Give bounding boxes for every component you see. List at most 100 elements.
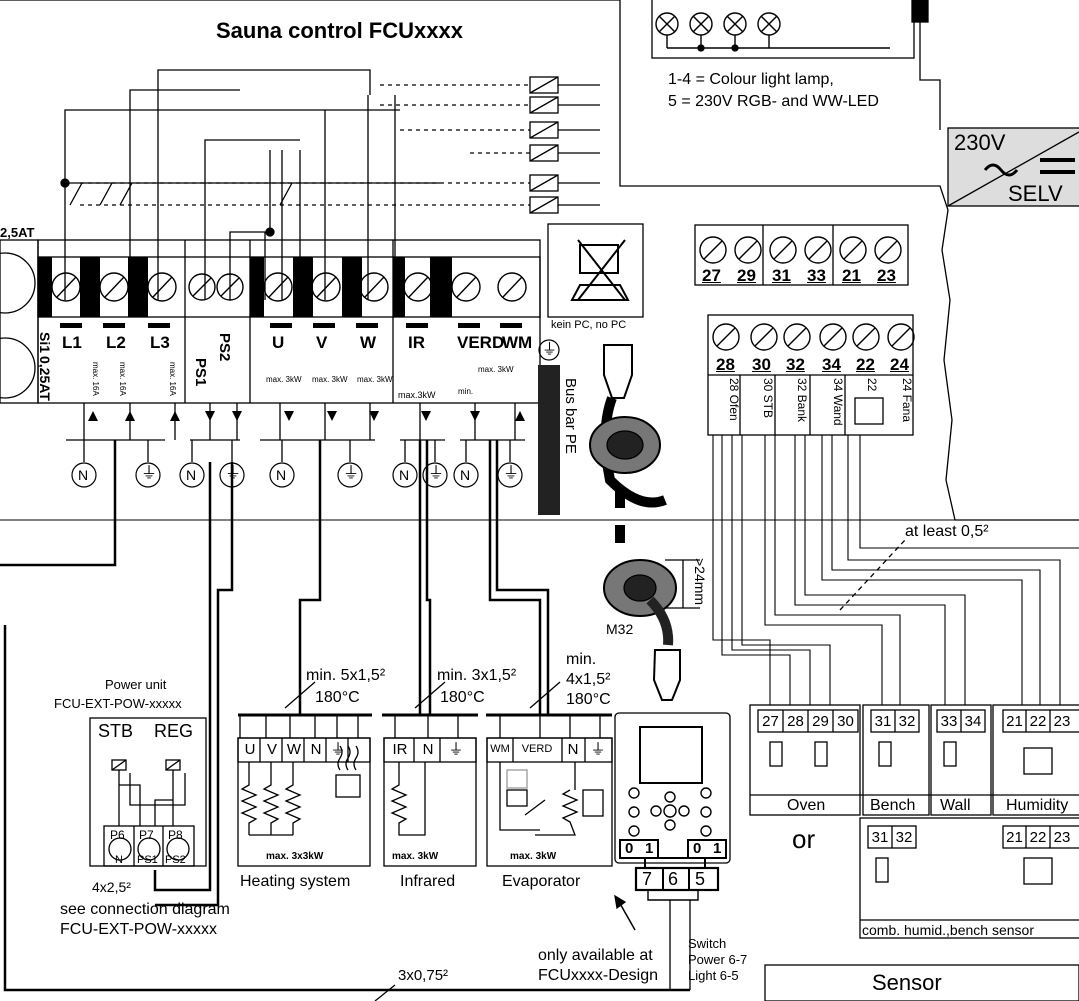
power-unit-label-ps2: PS2 xyxy=(165,854,186,866)
fuse-rating-l1: max. 16A xyxy=(91,362,100,396)
comb-terminal-31: 31 xyxy=(871,829,889,846)
spec-infrared-cross: min. 3x1,5² xyxy=(437,667,517,684)
heater-rating-w: max. 3kW xyxy=(357,375,393,384)
terminal-ps1: PS1 xyxy=(192,358,209,387)
cable-diameter: >24mm xyxy=(692,558,708,606)
sensor-label-wand: 34 Wand xyxy=(831,378,845,426)
oven-terminal-27: 27 xyxy=(762,713,779,730)
power-unit-pin-p6: P6 xyxy=(110,828,125,842)
heating-terminal-v: V xyxy=(266,741,277,758)
spec-evap-cross: 4x1,5² xyxy=(566,671,611,688)
sensor-terminal-24: 24 xyxy=(890,355,909,374)
oven-terminal-28: 28 xyxy=(787,713,804,730)
spec-heating-cross: min. 5x1,5² xyxy=(306,667,386,684)
humidity-terminal-21: 21 xyxy=(1006,713,1023,730)
earth-evap-group: ⏚ xyxy=(503,465,520,482)
terminal-l3: L3 xyxy=(150,333,170,352)
heating-terminal-pe: ⏚ xyxy=(330,741,346,758)
design-note-2: FCUxxxx-Design xyxy=(538,967,659,984)
power-unit-pin-p8: P8 xyxy=(168,828,183,842)
bus-cable-label: 3x0,75² xyxy=(398,967,449,984)
oven-terminal-30: 30 xyxy=(837,713,854,730)
psu-output-label: SELV xyxy=(1008,181,1063,206)
panel-connector-7: 7 xyxy=(642,869,653,889)
sensor-label-stb: 30 STB xyxy=(761,378,775,419)
sensor-label-bank: 32 Bank xyxy=(795,378,809,423)
sensor-terminal-23: 23 xyxy=(877,266,896,285)
spec-evap-temp: 180°C xyxy=(566,691,611,708)
terminal-l2: L2 xyxy=(106,333,126,352)
panel-left-switch-1: 1 xyxy=(645,840,654,857)
diagram-title: Sauna control FCUxxxx xyxy=(216,18,463,43)
evap-terminal-verd: VERD xyxy=(521,743,553,755)
terminal-u: U xyxy=(272,333,285,352)
sensor-terminal-21: 21 xyxy=(842,266,861,285)
power-unit-label-ps1: PS1 xyxy=(137,854,158,866)
heating-terminal-w: W xyxy=(286,741,302,758)
comb-terminal-22: 22 xyxy=(1029,829,1047,846)
sensor-terminal-34: 34 xyxy=(822,355,841,374)
power-unit-relay-reg: REG xyxy=(154,721,194,741)
sensor-label-ofen: 28 Ofen xyxy=(727,378,741,421)
earth-ps-group: ⏚ xyxy=(225,465,242,482)
fuse-rating-l2: max. 16A xyxy=(118,362,127,396)
heating-name: Heating system xyxy=(240,873,351,890)
terminal-v: V xyxy=(316,333,328,352)
sensor-terminal-30: 30 xyxy=(752,355,771,374)
bench-terminal-31: 31 xyxy=(874,713,892,730)
evap-name: Evaporator xyxy=(502,873,581,890)
evap-terminal-n: N xyxy=(567,741,579,758)
evap-terminal-wm: WM xyxy=(490,743,510,755)
heater-rating-v: max. 3kW xyxy=(312,375,348,384)
evap-min-label: min. xyxy=(458,387,474,396)
power-unit-note-1: see connection diagram xyxy=(60,901,230,918)
heating-terminal-u: U xyxy=(244,741,256,758)
panel-connector-6: 6 xyxy=(668,869,679,889)
switch-note-title: Switch xyxy=(688,936,727,951)
lamp-note-1: 1-4 = Colour light lamp, xyxy=(668,71,834,88)
comb-sensor-label: comb. humid.,bench sensor xyxy=(862,922,1034,938)
wall-terminal-33: 33 xyxy=(940,713,958,730)
fuse-value: 0,25AT xyxy=(37,356,53,401)
fuse-rating-l3: max. 16A xyxy=(168,362,177,396)
oven-label: Oven xyxy=(787,797,826,814)
ir-rating: max.3kW xyxy=(398,390,436,400)
comb-terminal-21: 21 xyxy=(1006,829,1023,846)
power-unit-relay-stb: STB xyxy=(98,721,134,741)
spec-evap-min: min. xyxy=(566,651,597,668)
earth-busbar: ⏚ xyxy=(542,341,558,358)
oven-terminal-29: 29 xyxy=(812,713,829,730)
infrared-terminal-n: N xyxy=(422,741,434,758)
heating-terminal-n: N xyxy=(310,741,322,758)
panel-connector-5: 5 xyxy=(695,869,706,889)
power-unit-title: Power unit xyxy=(105,677,167,692)
psu-input-label: 230V xyxy=(954,130,1006,155)
power-unit-pin-p7: P7 xyxy=(139,828,154,842)
spec-heating-temp: 180°C xyxy=(315,689,360,706)
neutral-ir-group: N xyxy=(399,467,410,483)
bench-label: Bench xyxy=(870,797,916,814)
switch-note-power: Power 6-7 xyxy=(688,952,748,967)
heating-rating: max. 3x3kW xyxy=(266,851,324,862)
evap-rating: max. 3kW xyxy=(478,365,514,374)
humidity-terminal-22: 22 xyxy=(1029,713,1047,730)
terminal-ps2: PS2 xyxy=(216,333,233,362)
power-unit-cable: 4x2,5² xyxy=(92,879,131,895)
sensor-label-22: 22 xyxy=(865,378,879,392)
sensor-label-fana: 24 Fana xyxy=(900,378,914,423)
infrared-terminal-pe: ⏚ xyxy=(448,741,464,758)
spec-infrared-temp: 180°C xyxy=(440,689,485,706)
terminal-w: W xyxy=(360,333,377,352)
evap-rating: max. 3kW xyxy=(510,851,557,862)
humidity-terminal-23: 23 xyxy=(1053,713,1071,730)
heater-rating-u: max. 3kW xyxy=(266,375,302,384)
cable-gland: M32 xyxy=(606,621,634,637)
infrared-name: Infrared xyxy=(400,873,456,890)
neutral-l-group: N xyxy=(78,467,89,483)
sensor-terminal-27: 27 xyxy=(702,266,721,285)
wall-label: Wall xyxy=(940,797,971,814)
earth-ir-group: ⏚ xyxy=(428,465,445,482)
panel-right-switch-1: 1 xyxy=(713,840,722,857)
power-unit-label-n: N xyxy=(115,854,123,866)
